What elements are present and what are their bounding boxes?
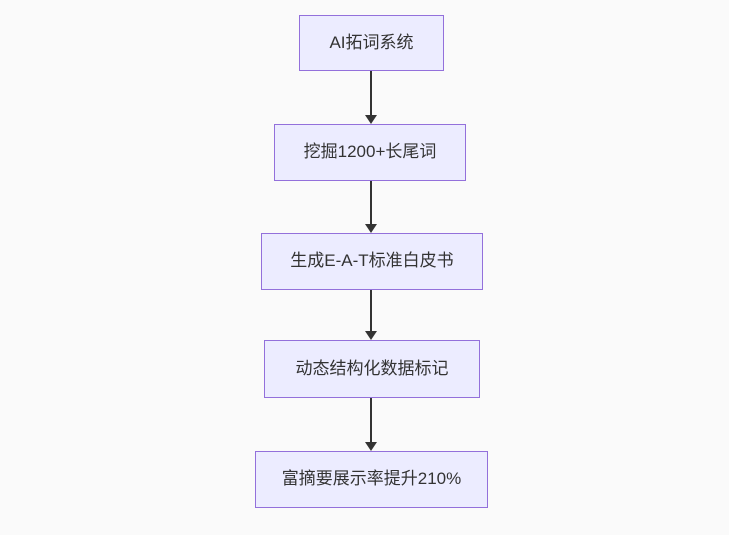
arrow-line	[370, 71, 372, 115]
node-label: AI拓词系统	[329, 32, 414, 52]
flow-arrow-2	[365, 181, 377, 233]
arrow-line	[370, 181, 372, 224]
arrow-down-icon	[365, 224, 377, 233]
arrow-down-icon	[365, 331, 377, 340]
flow-arrow-4	[365, 398, 377, 451]
flow-arrow-3	[365, 290, 377, 340]
flow-node-eat-whitepaper: 生成E-A-T标准白皮书	[261, 233, 483, 290]
node-label: 动态结构化数据标记	[295, 358, 449, 378]
arrow-line	[370, 290, 372, 331]
flow-node-ai-word-expansion: AI拓词系统	[299, 15, 444, 71]
flow-node-rich-snippet-result: 富摘要展示率提升210%	[255, 451, 488, 508]
flow-arrow-1	[365, 71, 377, 124]
arrow-down-icon	[365, 115, 377, 124]
node-label: 挖掘1200+长尾词	[303, 142, 437, 162]
flow-node-longtail-mining: 挖掘1200+长尾词	[274, 124, 466, 181]
node-label: 生成E-A-T标准白皮书	[290, 251, 454, 271]
node-label: 富摘要展示率提升210%	[281, 469, 462, 489]
flow-node-structured-data-markup: 动态结构化数据标记	[264, 340, 480, 398]
arrow-down-icon	[365, 442, 377, 451]
arrow-line	[370, 398, 372, 442]
